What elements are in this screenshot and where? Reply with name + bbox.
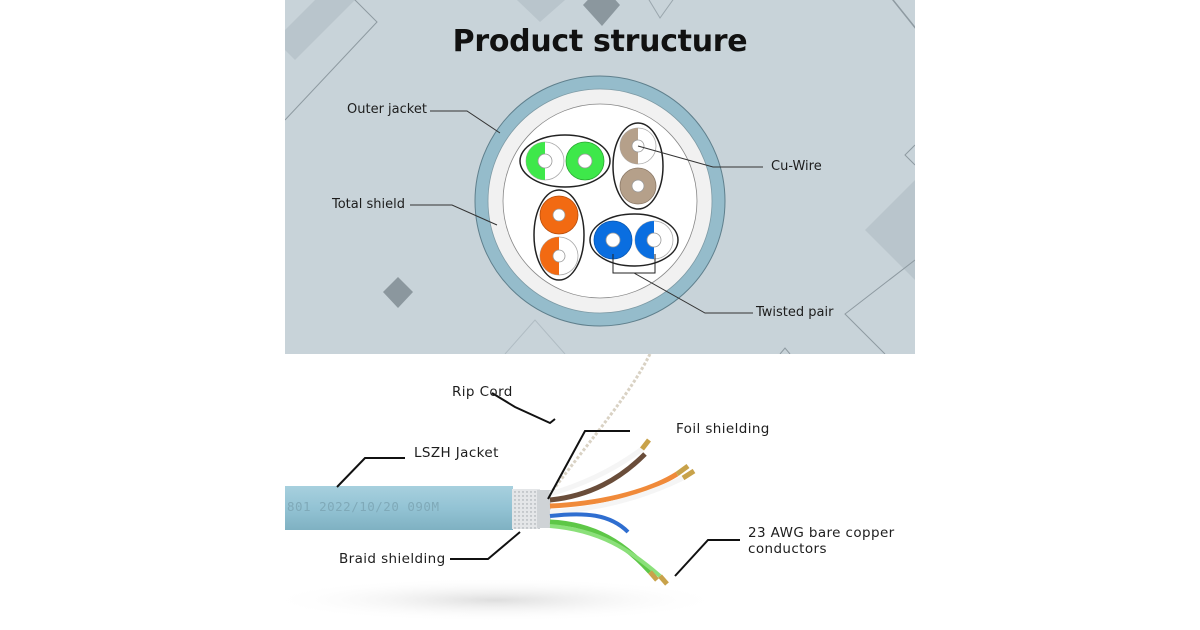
green-pair <box>519 134 611 188</box>
decor-diamond <box>865 180 915 280</box>
lszh-jacket-leader <box>336 457 405 488</box>
braid-shield <box>512 489 540 529</box>
blue-pair <box>589 213 679 274</box>
cable-illustration-panel: 801 2022/10/20 090M Rip Cord Foil shield… <box>285 354 915 630</box>
lszh-jacket <box>285 486 513 530</box>
label-rip-cord: Rip Cord <box>452 384 513 400</box>
decor-diamond <box>517 0 565 22</box>
decor-line <box>779 347 791 354</box>
label-cu-wire: Cu-Wire <box>771 159 822 174</box>
foil-shielding-leader <box>547 430 630 500</box>
decor-line <box>904 144 915 166</box>
cable-drawing <box>285 354 740 622</box>
decor-line <box>892 0 915 29</box>
label-outer-jacket: Outer jacket <box>347 102 427 117</box>
outer-jacket-leader <box>430 110 501 134</box>
total-shield-leader <box>410 204 498 226</box>
inner-core <box>502 103 698 299</box>
decor-line <box>285 0 378 121</box>
rip-cord <box>548 354 652 495</box>
label-total-shield: Total shield <box>332 197 405 212</box>
conductor-wires <box>549 438 696 586</box>
label-twisted-pair: Twisted pair <box>756 305 834 320</box>
label-foil-shielding: Foil shielding <box>676 421 770 437</box>
label-conductors-line1: 23 AWG bare copper <box>748 525 895 541</box>
cable-shadow <box>285 578 725 622</box>
page-title: Product structure <box>452 24 748 59</box>
decor-diamond <box>583 0 620 26</box>
product-structure-panel: Product structure Outer jacket Total shi… <box>285 0 915 354</box>
background-decor <box>285 0 915 354</box>
rip-cord-leader <box>491 392 556 425</box>
conductors-leader <box>674 539 740 577</box>
decor-diamond <box>383 277 413 308</box>
decor-line <box>504 319 566 354</box>
label-braid-shielding: Braid shielding <box>339 551 446 567</box>
label-conductors-line2: conductors <box>748 541 827 557</box>
cu-wire-leader <box>637 145 763 168</box>
decor-line <box>648 0 674 19</box>
braid-shielding-leader <box>450 531 521 560</box>
orange-pair <box>533 189 585 281</box>
foil-shield <box>537 490 551 528</box>
decor-diamond <box>285 0 355 60</box>
jacket-print-text: 801 2022/10/20 090M <box>287 499 440 514</box>
decor-line <box>844 259 915 354</box>
twisted-pair-leader <box>633 272 753 314</box>
label-lszh-jacket: LSZH Jacket <box>414 445 499 461</box>
